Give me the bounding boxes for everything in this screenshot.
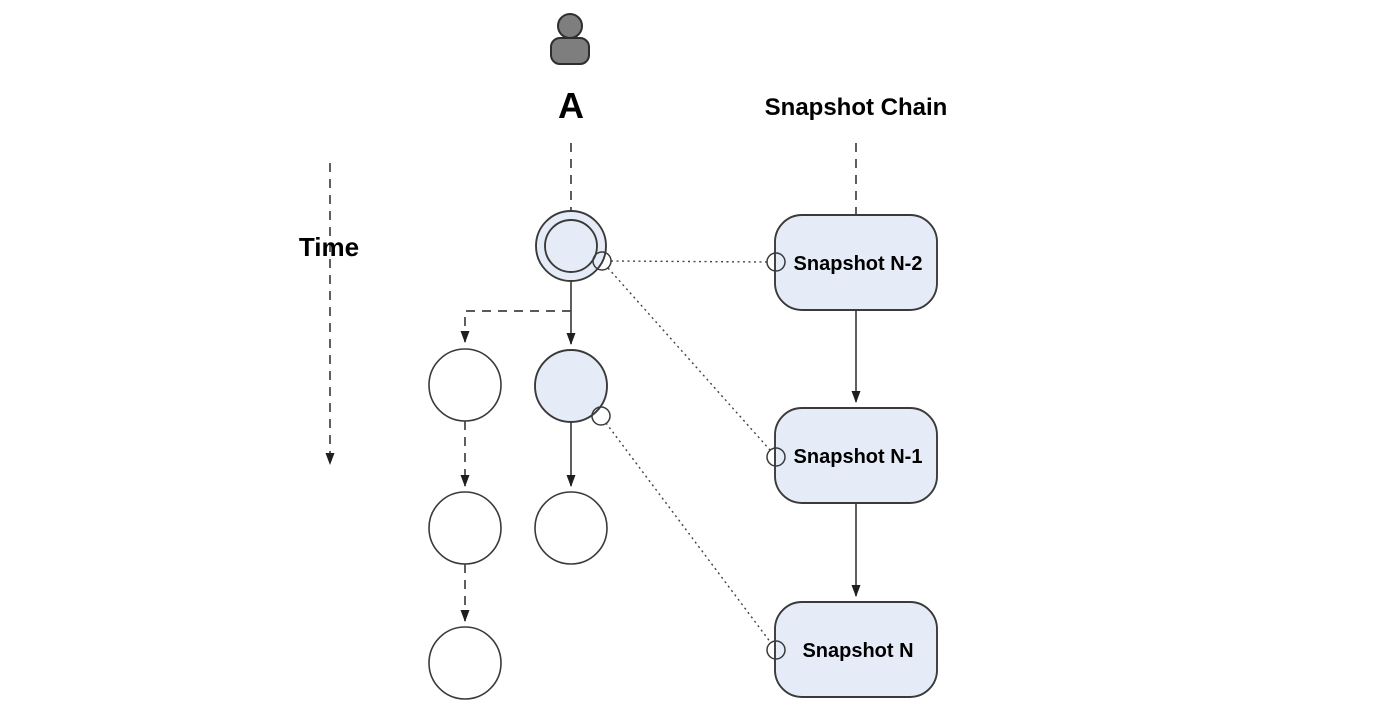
branch-disk-node-3 — [428, 626, 502, 700]
dotted-link-snapshot-n1 — [607, 267, 771, 451]
branch-connector-1 — [460, 310, 571, 343]
trunk-disk-port-circle — [591, 406, 611, 426]
trunk-disk-node-1 — [534, 349, 608, 423]
time-label: Time — [299, 232, 359, 262]
snapshot-n1-label: Snapshot N-1 — [794, 446, 923, 468]
branch-disk-node-1 — [428, 348, 502, 422]
snapshot-n1-port-circle — [766, 447, 786, 467]
snapshot-n2-port-circle — [766, 252, 786, 272]
current-disk-port-circle — [592, 251, 612, 271]
snapshot-box-n1 — [774, 407, 938, 504]
person-icon-body — [550, 37, 590, 65]
dotted-link-snapshot-n — [605, 422, 772, 644]
snapshot-box-n2 — [774, 214, 938, 311]
snapshot-n-port-circle — [766, 640, 786, 660]
snapshot-box-n — [774, 601, 938, 698]
person-icon — [550, 13, 590, 65]
snapshot-n2-label: Snapshot N-2 — [794, 253, 923, 275]
trunk-disk-node-2 — [534, 491, 608, 565]
branch-disk-node-2 — [428, 491, 502, 565]
person-icon-head — [557, 13, 583, 39]
dotted-link-snapshot-n2 — [610, 260, 768, 263]
current-disk-node-inner — [544, 219, 598, 273]
chain-title: Snapshot Chain — [765, 94, 948, 121]
actor-label: A — [558, 85, 584, 126]
snapshot-n-label: Snapshot N — [802, 640, 913, 662]
